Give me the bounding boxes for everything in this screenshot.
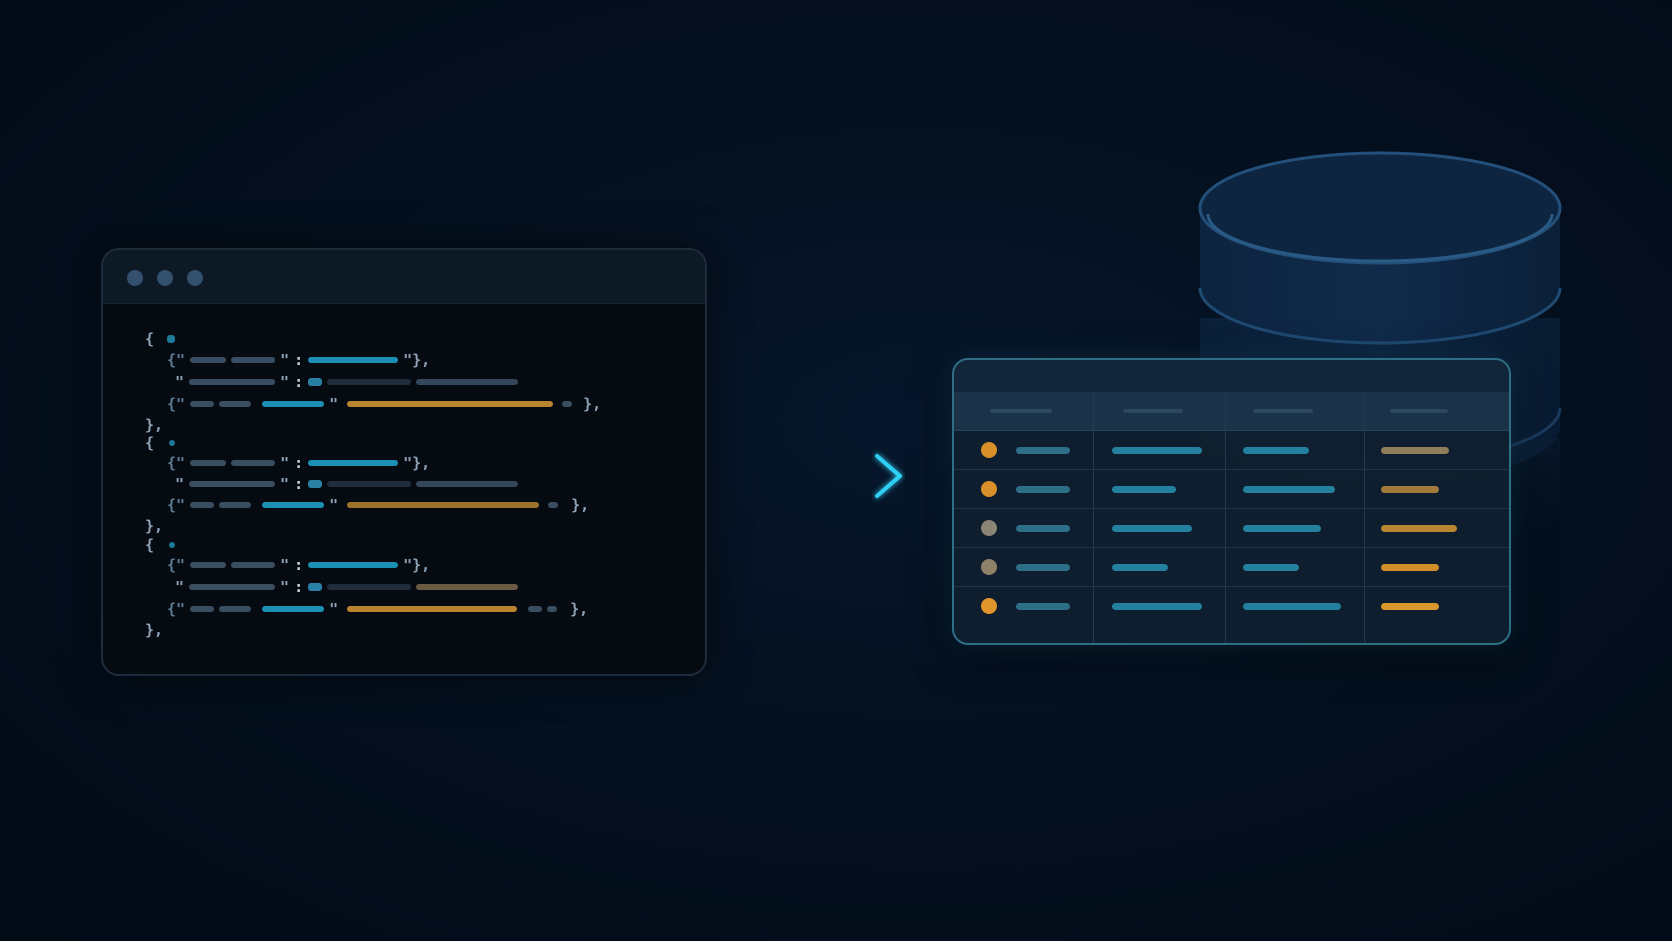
arrow-right-icon <box>704 454 902 498</box>
code-line: {" " : "}, <box>167 454 430 472</box>
quote-glyph: {" <box>167 395 186 413</box>
data-table <box>952 358 1511 645</box>
quote-glyph: " <box>280 556 290 574</box>
quote-glyph: " <box>329 496 339 514</box>
table-header-cell <box>954 392 1094 430</box>
end-line-glyph: }, <box>583 395 602 413</box>
quote-glyph: " <box>175 373 185 391</box>
window-close-dot[interactable] <box>127 270 143 286</box>
code-line: {" " }, <box>167 600 588 618</box>
quote-glyph: {" <box>167 351 186 369</box>
code-line: { <box>145 536 176 554</box>
end-pair-glyph: "}, <box>403 351 431 369</box>
column-divider <box>1225 392 1226 643</box>
code-line: {" " }, <box>167 496 589 514</box>
brace-glyph: }, <box>145 621 164 639</box>
table-row[interactable] <box>954 547 1509 587</box>
quote-glyph: {" <box>167 496 186 514</box>
quote-glyph: " <box>280 351 290 369</box>
table-header-cell <box>1364 392 1509 430</box>
code-line: }, <box>145 517 163 535</box>
status-dot <box>981 442 997 458</box>
code-line: }, <box>145 416 163 434</box>
status-dot <box>981 559 997 575</box>
code-line: " " : <box>175 578 519 596</box>
table-header-row <box>954 392 1509 431</box>
end-pair-glyph: "}, <box>403 556 431 574</box>
code-line: {" " }, <box>167 395 601 413</box>
table-header-cell <box>1093 392 1226 430</box>
end-line-glyph: }, <box>571 496 590 514</box>
table-row[interactable] <box>954 469 1509 509</box>
quote-glyph: {" <box>167 556 186 574</box>
colon-glyph: : <box>294 454 304 472</box>
quote-glyph: " <box>280 475 290 493</box>
code-line: {" " : "}, <box>167 351 430 369</box>
quote-glyph: " <box>329 600 339 618</box>
colon-glyph: : <box>294 373 304 391</box>
table-row[interactable] <box>954 586 1509 625</box>
colon-glyph: : <box>294 578 304 596</box>
quote-glyph: " <box>280 578 290 596</box>
brace-glyph: }, <box>145 517 164 535</box>
column-divider <box>1364 392 1365 643</box>
table-row[interactable] <box>954 430 1509 470</box>
brace-glyph: { <box>145 536 155 554</box>
colon-glyph: : <box>294 475 304 493</box>
brace-glyph: { <box>145 434 155 452</box>
status-dot <box>981 520 997 536</box>
end-pair-glyph: "}, <box>403 454 431 472</box>
column-divider <box>1093 392 1094 643</box>
colon-glyph: : <box>294 351 304 369</box>
colon-glyph: : <box>294 556 304 574</box>
code-line: { <box>145 330 176 348</box>
status-dot <box>981 598 997 614</box>
quote-glyph: " <box>280 454 290 472</box>
code-line: " " : <box>175 373 519 391</box>
code-line: {" " : "}, <box>167 556 430 574</box>
brace-glyph: { <box>145 330 155 348</box>
status-dot <box>981 481 997 497</box>
code-line: " " : <box>175 475 519 493</box>
window-titlebar <box>103 250 705 304</box>
table-header-cell <box>1225 392 1365 430</box>
quote-glyph: {" <box>167 600 186 618</box>
table-row[interactable] <box>954 508 1509 548</box>
quote-glyph: " <box>175 578 185 596</box>
quote-glyph: " <box>329 395 339 413</box>
quote-glyph: {" <box>167 454 186 472</box>
brace-glyph: }, <box>145 416 164 434</box>
table-topbar <box>954 360 1509 392</box>
code-line: { <box>145 434 176 452</box>
window-minimize-dot[interactable] <box>157 270 173 286</box>
quote-glyph: " <box>280 373 290 391</box>
json-code-window: { {" " : "}, " " : {" " <box>101 248 707 676</box>
code-line: }, <box>145 621 163 639</box>
end-line-glyph: }, <box>570 600 589 618</box>
quote-glyph: " <box>175 475 185 493</box>
window-maximize-dot[interactable] <box>187 270 203 286</box>
